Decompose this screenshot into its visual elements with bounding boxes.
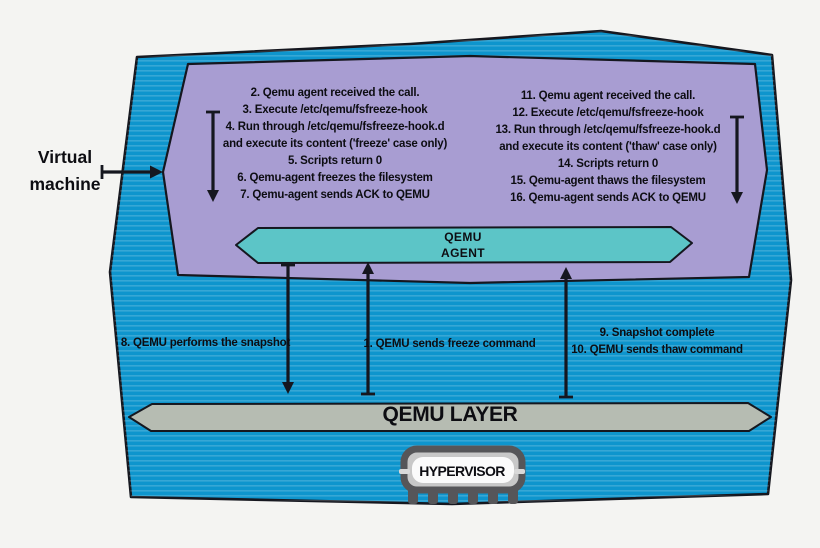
chip-label-area [412, 457, 514, 483]
hypervisor-chip [399, 445, 526, 504]
virtual-machine-label: Virtual machine [22, 144, 108, 198]
snapshot-flow-label: 8. QEMU performs the snapshot [120, 337, 291, 349]
freeze-command-flow-label: 1. QEMU sends freeze command [363, 338, 536, 350]
freeze-step: 3. Execute /etc/qemu/fsfreeze-hook [242, 104, 428, 116]
thaw-steps-list: 11. Qemu agent received the call. 12. Ex… [443, 88, 773, 207]
thaw-step: and execute its content ('thaw' case onl… [499, 141, 717, 153]
thaw-step: 16. Qemu-agent sends ACK to QEMU [510, 192, 706, 204]
thaw-step: 12. Execute /etc/qemu/fsfreeze-hook [512, 107, 704, 119]
snapshot-complete-line: 9. Snapshot complete [599, 327, 715, 339]
qemu-agent-line1: QEMU [444, 230, 482, 244]
freeze-step: 7. Qemu-agent sends ACK to QEMU [240, 189, 430, 201]
vm-pointer-arrow [100, 165, 163, 179]
snapshot-complete-flow-label: 9. Snapshot complete 10. QEMU sends thaw… [546, 325, 768, 359]
freeze-step: and execute its content ('freeze' case o… [222, 138, 448, 150]
freeze-command-arrow [361, 262, 375, 396]
qemu-agent-banner-shape [235, 226, 693, 264]
thaw-step: 15. Qemu-agent thaws the filesystem [510, 175, 706, 187]
thaw-command-arrow [559, 267, 573, 399]
qemu-layer-banner-label: QEMU LAYER [382, 403, 518, 426]
freeze-steps-list: 2. Qemu agent received the call. 3. Exec… [170, 85, 500, 204]
freeze-step: 5. Scripts return 0 [288, 155, 382, 167]
virtual-machine-label-line2: machine [29, 174, 101, 194]
qemu-agent-banner-label: QEMU AGENT [363, 230, 563, 261]
virtual-machine-label-line1: Virtual [37, 147, 93, 167]
qemu-agent-line2: AGENT [441, 245, 485, 260]
snapshot-arrow [281, 263, 295, 394]
freeze-step: 4. Run through /etc/qemu/fsfreeze-hook.d [225, 121, 445, 133]
freeze-step: 6. Qemu-agent freezes the filesystem [237, 172, 433, 184]
hypervisor-label: HYPERVISOR [419, 463, 505, 479]
qemu-layer-banner-shape [128, 402, 772, 432]
thaw-command-line: 10. QEMU sends thaw command [571, 344, 743, 356]
thaw-step: 11. Qemu agent received the call. [520, 90, 696, 102]
freeze-sequence-arrow [206, 110, 220, 202]
thaw-sequence-arrow [730, 115, 744, 204]
freeze-step: 2. Qemu agent received the call. [250, 87, 420, 99]
thaw-step: 13. Run through /etc/qemu/fsfreeze-hook.… [495, 124, 721, 136]
thaw-step: 14. Scripts return 0 [557, 158, 659, 170]
